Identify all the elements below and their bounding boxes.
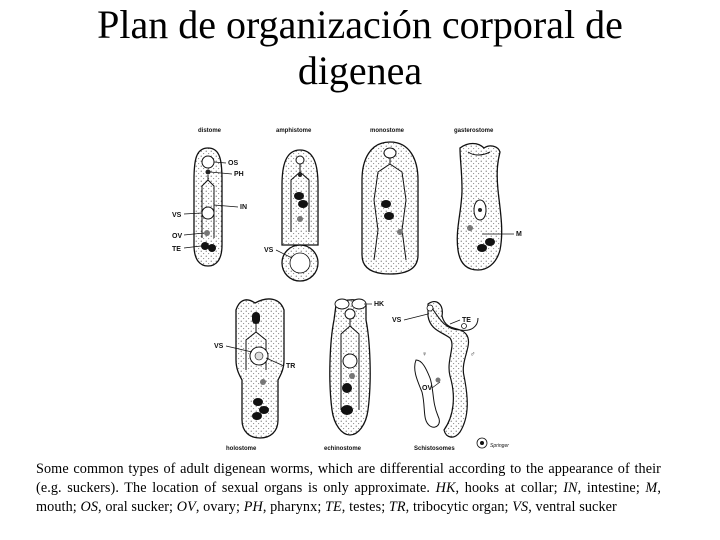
- publisher-name: Springer: [490, 443, 509, 449]
- type-label-distome: distome: [198, 128, 222, 134]
- distome-worm: [193, 147, 223, 267]
- holostome-worm: [235, 298, 285, 439]
- label-tr: TR: [286, 363, 295, 370]
- label-te-schistosome: TE: [462, 317, 471, 324]
- abbr-ph: PH: [243, 499, 263, 515]
- schistosome-pair: [414, 301, 479, 438]
- type-label-echinostome: echinostome: [324, 446, 362, 452]
- label-m: M: [516, 231, 522, 238]
- label-te: TE: [172, 246, 181, 253]
- label-female: ♀: [422, 351, 427, 358]
- type-label-holostome: holostome: [226, 446, 257, 452]
- label-os: OS: [228, 160, 238, 167]
- def-in: intestine: [586, 480, 636, 496]
- label-ov-schistosome: OV: [422, 385, 432, 392]
- abbr-vs: VS: [512, 499, 529, 515]
- def-m: mouth: [36, 499, 73, 515]
- label-vs-holostome: VS: [214, 343, 224, 350]
- digenea-figure: distome amphistome monostome gasterostom…: [160, 120, 560, 455]
- abbr-te: TE: [325, 499, 342, 515]
- def-ph: pharynx: [270, 499, 318, 515]
- label-in: IN: [240, 204, 247, 211]
- def-hk: hooks at collar: [464, 480, 554, 496]
- abbr-ov: OV: [176, 499, 196, 515]
- slide-title: Plan de organización corporal de digenea: [97, 2, 623, 93]
- label-vs-schistosome: VS: [392, 317, 402, 324]
- label-ov: OV: [172, 233, 182, 240]
- type-label-gasterostome: gasterostome: [454, 128, 494, 134]
- amphistome-worm: [281, 149, 319, 282]
- abbr-in: IN: [563, 480, 578, 496]
- caption-intro: Some common types of adult digenean worm…: [36, 461, 661, 496]
- def-vs: ventral sucker: [535, 499, 617, 515]
- abbr-hk: HK: [435, 480, 456, 496]
- figure-caption: Some common types of adult digenean worm…: [36, 461, 661, 515]
- abbr-tr: TR: [388, 499, 406, 515]
- echinostome-worm: [329, 298, 371, 436]
- def-os: oral sucker: [105, 499, 170, 515]
- gasterostome-worm: [456, 142, 503, 271]
- type-label-amphistome: amphistome: [276, 128, 312, 134]
- abbr-os: OS: [80, 499, 99, 515]
- label-ph: PH: [234, 171, 244, 178]
- abbr-m: M: [645, 480, 658, 496]
- label-vs-amphistome: VS: [264, 247, 274, 254]
- type-label-schistosomes: Schistosomes: [414, 446, 455, 452]
- def-ov: ovary: [203, 499, 236, 515]
- def-te: testes: [349, 499, 382, 515]
- label-vs: VS: [172, 212, 182, 219]
- monostome-worm: [361, 141, 419, 275]
- label-male: ♂: [470, 351, 475, 358]
- type-label-monostome: monostome: [370, 128, 405, 134]
- label-hk: HK: [374, 301, 384, 308]
- def-tr: tribocytic organ: [412, 499, 505, 515]
- springer-logo: Springer: [476, 437, 509, 449]
